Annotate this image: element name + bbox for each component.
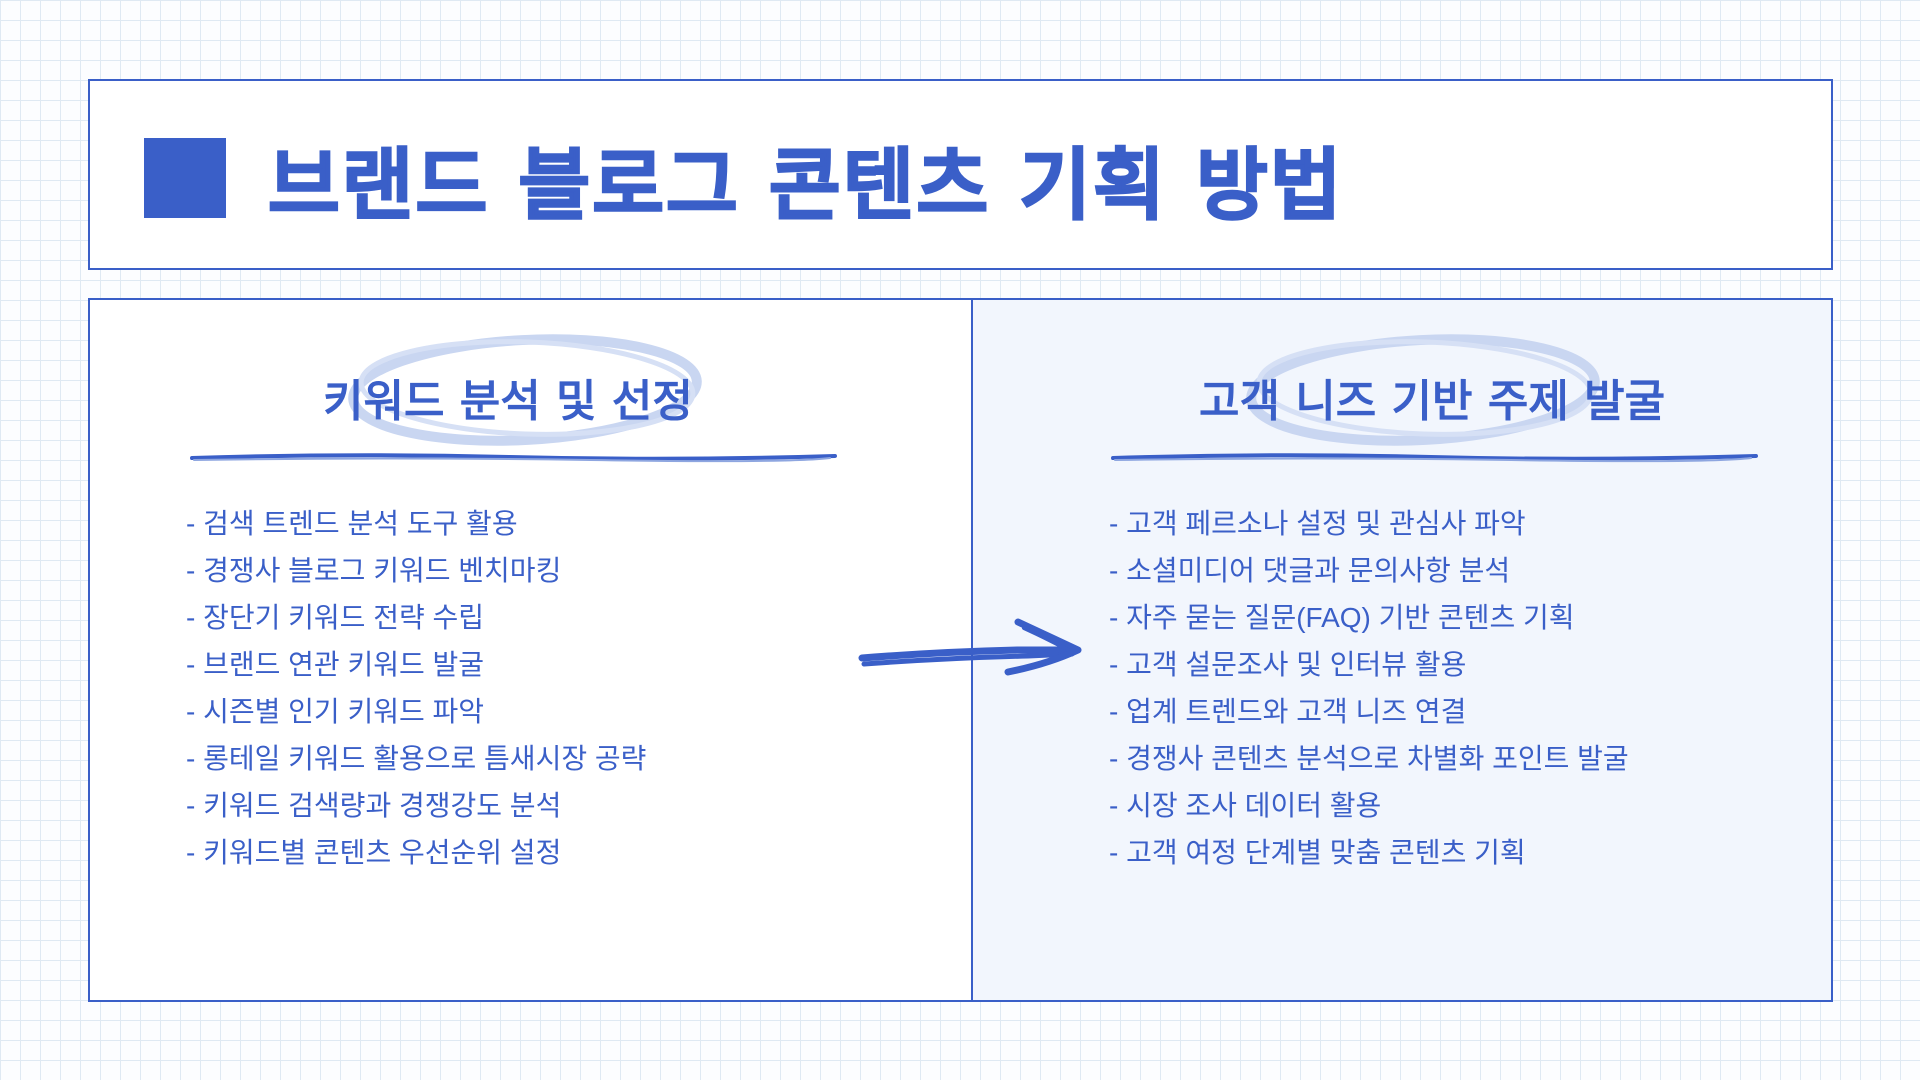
heading-underline (190, 453, 837, 463)
list-item: - 시즌별 인기 키워드 파악 (186, 696, 485, 727)
list-item: - 자주 묻는 질문(FAQ) 기반 콘텐츠 기획 (1109, 602, 1575, 633)
list-item: - 롱테일 키워드 활용으로 틈새시장 공략 (186, 743, 647, 774)
left-panel: 키워드 분석 및 선정 - 검색 트렌드 분석 도구 활용 - 경쟁사 블로그 … (90, 300, 973, 1000)
right-panel-heading: 고객 니즈 기반 주제 발굴 (1199, 376, 1666, 427)
right-panel: 고객 니즈 기반 주제 발굴 - 고객 페르소나 설정 및 관심사 파악 - 소… (973, 300, 1831, 1000)
title-banner: 브랜드 블로그 콘텐츠 기획 방법 (88, 79, 1833, 270)
list-item: - 브랜드 연관 키워드 발굴 (186, 649, 485, 680)
list-item: - 장단기 키워드 전략 수립 (186, 602, 485, 633)
square-marker-icon (144, 138, 226, 218)
list-item: - 경쟁사 블로그 키워드 벤치마킹 (186, 555, 562, 586)
hand-drawn-arrow-icon (858, 618, 1082, 676)
left-bullet-list: - 검색 트렌드 분석 도구 활용 - 경쟁사 블로그 키워드 벤치마킹 - 장… (186, 500, 646, 876)
content-panels: 키워드 분석 및 선정 - 검색 트렌드 분석 도구 활용 - 경쟁사 블로그 … (88, 298, 1833, 1002)
page-title: 브랜드 블로그 콘텐츠 기획 방법 (267, 140, 1344, 232)
heading-underline (1111, 453, 1758, 463)
right-bullet-list: - 고객 페르소나 설정 및 관심사 파악 - 소셜미디어 댓글과 문의사항 분… (1109, 500, 1629, 876)
list-item: - 경쟁사 콘텐츠 분석으로 차별화 포인트 발굴 (1109, 743, 1629, 774)
list-item: - 키워드 검색량과 경쟁강도 분석 (186, 790, 562, 821)
list-item: - 업계 트렌드와 고객 니즈 연결 (1109, 696, 1467, 727)
list-item: - 고객 페르소나 설정 및 관심사 파악 (1109, 508, 1526, 539)
list-item: - 고객 설문조사 및 인터뷰 활용 (1109, 649, 1467, 680)
list-item: - 키워드별 콘텐츠 우선순위 설정 (186, 837, 562, 868)
left-panel-heading: 키워드 분석 및 선정 (323, 376, 693, 427)
list-item: - 고객 여정 단계별 맞춤 콘텐츠 기획 (1109, 837, 1526, 868)
heading-highlight-ellipse (348, 334, 702, 446)
heading-highlight-ellipse (1246, 334, 1600, 446)
list-item: - 소셜미디어 댓글과 문의사항 분석 (1109, 555, 1511, 586)
list-item: - 검색 트렌드 분석 도구 활용 (186, 508, 518, 539)
list-item: - 시장 조사 데이터 활용 (1109, 790, 1382, 821)
